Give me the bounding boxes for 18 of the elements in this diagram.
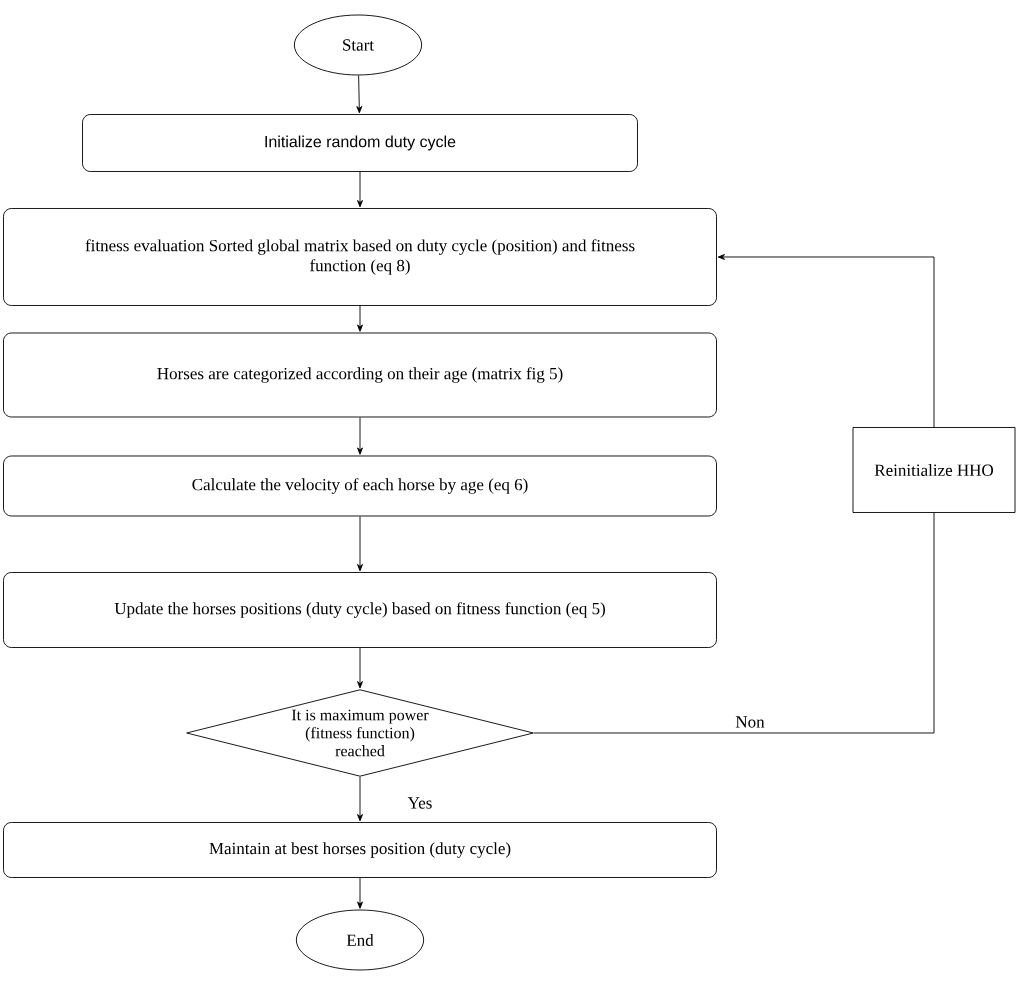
no-label: Non: [734, 715, 766, 729]
arrow: [357, 417, 363, 455]
arrow: [357, 647, 363, 689]
yes-label: Yes: [406, 796, 434, 810]
arrow: [357, 877, 363, 909]
process-box: Update the horses positions (duty cycle) based on fitness function (eq 5): [3, 572, 717, 648]
process-box: Maintain at best horses position (duty cycle): [3, 822, 717, 878]
process-box: Reinitialize HHO: [852, 427, 1016, 513]
arrow: [356, 75, 363, 114]
process-box: Calculate the velocity of each horse by age (eq 6): [3, 455, 717, 517]
arrow: [357, 305, 363, 332]
process-box: fitness evaluation Sorted global matrix based on duty cycle (position) and fitness function (eq 8): [3, 208, 717, 306]
arrow: [357, 171, 363, 208]
arrow: [717, 254, 935, 428]
process-box: Horses are categorized according on their age (matrix fig 5): [3, 332, 717, 418]
arrow: [357, 776, 363, 822]
arrow: [357, 516, 363, 572]
process-box: Initialize random duty cycle: [82, 114, 638, 172]
